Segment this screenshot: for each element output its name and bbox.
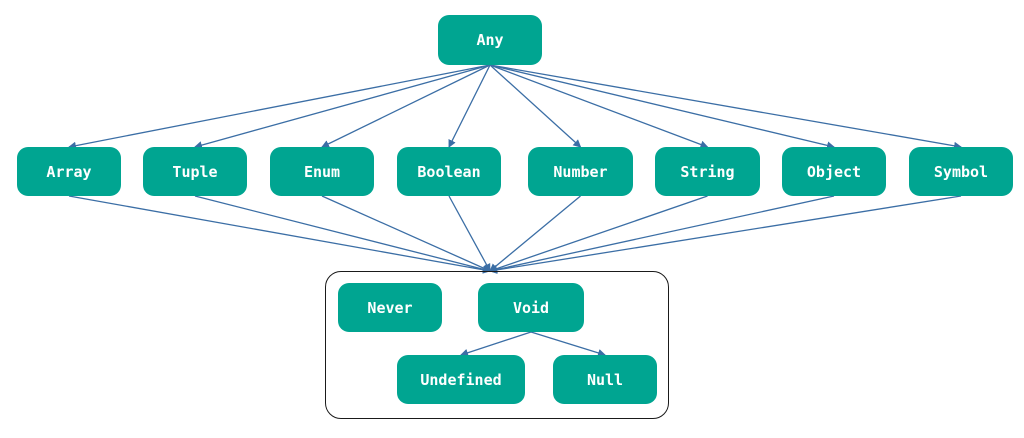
- edge-any-to-boolean: [448, 64, 491, 148]
- edge-enum-to-bottom-group: [321, 195, 491, 272]
- node-number: Number: [528, 147, 633, 196]
- node-null: Null: [553, 355, 657, 404]
- node-void: Void: [478, 283, 584, 332]
- node-any: Any: [438, 15, 542, 65]
- node-symbol: Symbol: [909, 147, 1013, 196]
- node-string: String: [655, 147, 760, 196]
- edge-object-to-bottom-group: [489, 195, 835, 274]
- edge-any-to-number: [489, 64, 582, 148]
- edge-string-to-bottom-group: [489, 195, 708, 273]
- edge-tuple-to-bottom-group: [194, 195, 491, 274]
- edge-any-to-symbol: [489, 64, 962, 150]
- edge-array-to-bottom-group: [68, 195, 491, 274]
- node-array: Array: [17, 147, 121, 196]
- edge-any-to-string: [489, 64, 709, 149]
- edge-any-to-tuple: [194, 64, 491, 149]
- edge-number-to-bottom-group: [489, 195, 581, 272]
- node-tuple: Tuple: [143, 147, 247, 196]
- node-enum: Enum: [270, 147, 374, 196]
- bottom-types-group: [325, 271, 669, 419]
- node-undefined: Undefined: [397, 355, 525, 404]
- edge-void-to-null: [530, 331, 606, 357]
- node-boolean: Boolean: [397, 147, 501, 196]
- edge-any-to-object: [489, 64, 835, 150]
- node-never: Never: [338, 283, 442, 332]
- edge-void-to-undefined: [460, 331, 532, 357]
- edge-any-to-enum: [321, 64, 491, 148]
- edge-any-to-array: [68, 64, 491, 150]
- edge-symbol-to-bottom-group: [489, 195, 962, 274]
- node-object: Object: [782, 147, 886, 196]
- edge-boolean-to-bottom-group: [448, 195, 491, 272]
